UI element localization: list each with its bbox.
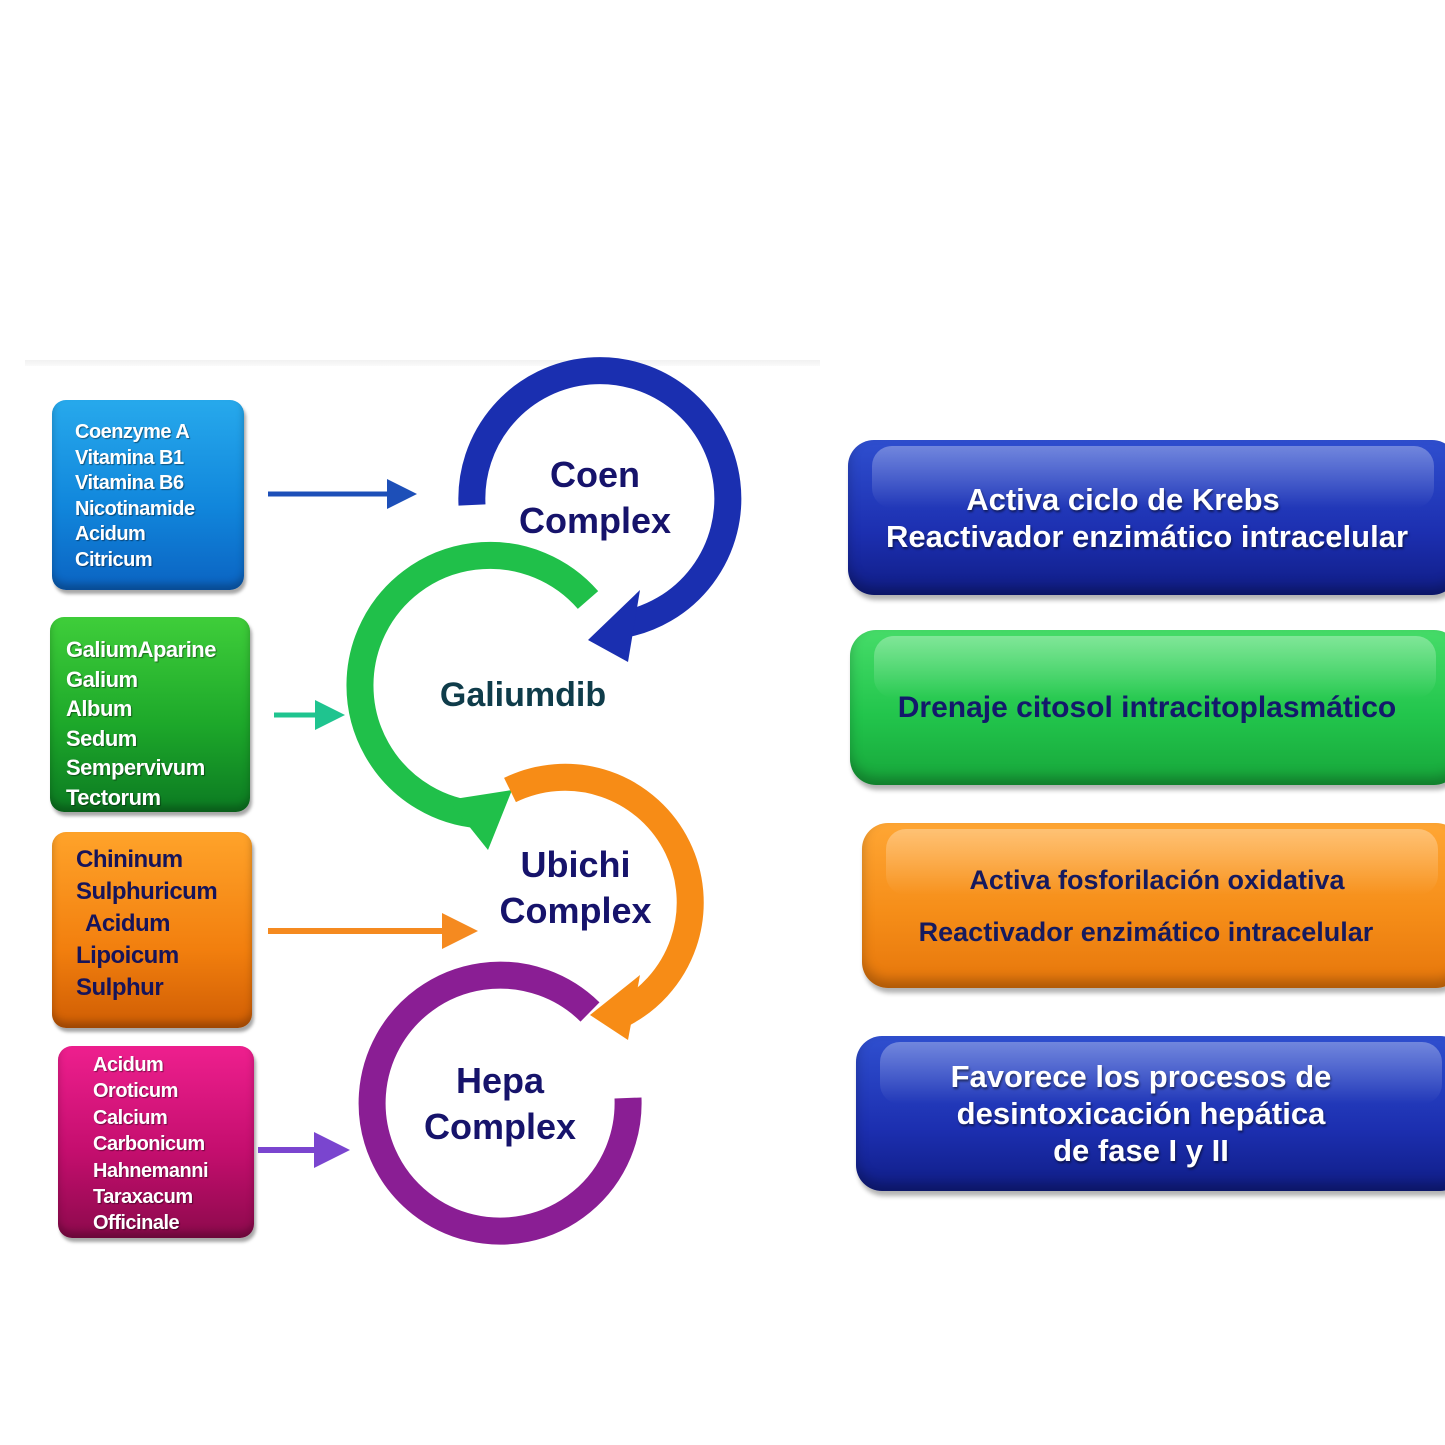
ingredient-line: Calcium — [93, 1106, 168, 1129]
ingredient-line: Vitamina B1 — [75, 446, 184, 469]
ingredient-line: Oroticum — [93, 1080, 178, 1103]
ingredients-box-galiumdib: GaliumAparine Galium Album Sedum Semperv… — [50, 617, 250, 812]
cycle-label-line: Complex — [518, 500, 672, 541]
cycle-label-line: Hepa — [455, 1060, 545, 1101]
effect-line: Activa fosforilación oxidativa — [969, 864, 1345, 895]
ingredient-line: Galium — [66, 666, 138, 692]
cycle-arrowhead-galiumdib — [448, 790, 512, 850]
ingredient-line: Carbonicum — [93, 1133, 205, 1156]
cycle-label-ubichi: Ubichi Complex — [478, 842, 673, 934]
effect-panel-ubichi: Activa fosforilación oxidativa Reactivad… — [862, 823, 1445, 988]
effect-line: Reactivador enzimático intracelular — [885, 518, 1409, 554]
ingredient-line: Officinale — [93, 1212, 180, 1235]
cycle-label-line: Galiumdib — [439, 676, 607, 714]
cycle-arc-galiumdib — [346, 541, 599, 829]
cycle-label-hepa: Hepa Complex — [400, 1058, 600, 1150]
effect-line: de fase I y II — [1053, 1133, 1229, 1168]
ingredient-line: Tectorum — [66, 784, 161, 810]
cycle-arc-hepa — [358, 961, 642, 1245]
ingredient-line: Coenzyme A — [75, 421, 190, 443]
effect-line: desintoxicación hepática — [956, 1096, 1326, 1131]
cycle-arrowhead-coen — [588, 590, 640, 662]
ingredient-line: Citricum — [75, 548, 153, 571]
effect-panel-hepa: Favorece los procesos de desintoxicación… — [856, 1036, 1445, 1191]
ingredient-line: Lipoicum — [76, 942, 179, 969]
effect-panel-galiumdib: Drenaje citosol intracitoplasmático — [850, 630, 1445, 785]
ingredient-line: Acidum — [85, 910, 171, 937]
ingredient-line: GaliumAparine — [66, 637, 216, 662]
effect-line: Drenaje citosol intracitoplasmático — [897, 690, 1397, 724]
cycle-label-line: Complex — [499, 890, 652, 931]
cycle-label-line: Coen — [550, 454, 640, 495]
ingredient-line: Hahnemanni — [93, 1159, 209, 1182]
cycle-arc-coen — [458, 357, 742, 639]
effect-panel-coen: Activa ciclo de Krebs Reactivador enzimá… — [848, 440, 1445, 595]
ingredient-line: Taraxacum — [93, 1186, 193, 1209]
effect-line: Reactivador enzimático intracelular — [918, 916, 1374, 947]
cycle-label-line: Complex — [423, 1106, 577, 1147]
ingredients-box-coen: Coenzyme A Vitamina B1 Vitamina B6 Nicot… — [52, 400, 244, 590]
ingredient-line: Nicotinamide — [75, 497, 195, 520]
cycle-arc-ubichi — [504, 763, 704, 1028]
ingredient-line: Vitamina B6 — [75, 472, 184, 494]
ingredients-box-hepa: Acidum Oroticum Calcium Carbonicum Hahne… — [58, 1046, 254, 1238]
cycle-label-coen: Coen Complex — [500, 452, 690, 544]
ingredients-box-ubichi: Chininum Sulphuricum Acidum Lipoicum Sul… — [52, 832, 252, 1028]
ingredient-line: Sulphur — [76, 974, 164, 1001]
effect-line: Activa ciclo de Krebs — [966, 481, 1280, 517]
ingredient-line: Album — [66, 696, 132, 721]
ingredient-line: Sulphuricum — [76, 878, 218, 905]
ingredient-line: Sedum — [66, 725, 137, 751]
ingredient-line: Acidum — [75, 523, 146, 545]
cycle-label-galiumdib: Galiumdib — [408, 672, 638, 718]
ingredient-line: Sempervivum — [66, 755, 205, 780]
ingredient-line: Acidum — [93, 1054, 164, 1076]
cycle-arrowhead-ubichi — [590, 975, 640, 1040]
header-divider — [25, 360, 820, 366]
ingredient-line: Chininum — [76, 846, 183, 873]
effect-line: Favorece los procesos de — [950, 1059, 1332, 1094]
cycle-label-line: Ubichi — [520, 844, 631, 885]
